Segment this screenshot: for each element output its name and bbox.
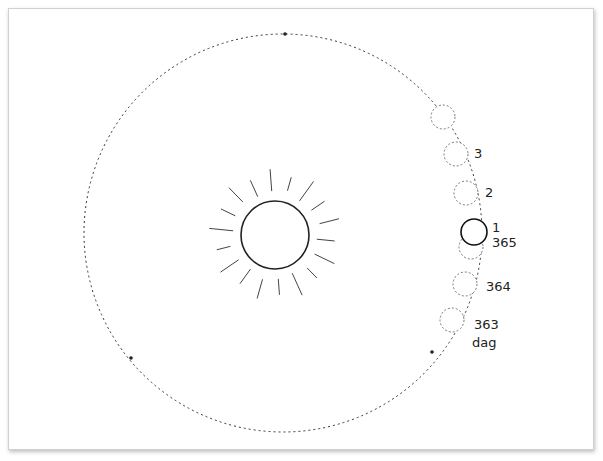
earth-positions [431,105,487,332]
sun-ray [270,169,272,191]
day-number: 2 [485,186,493,199]
sun-ray [240,269,251,284]
sun-ray [311,201,324,210]
sun-ray [257,279,262,298]
sun-ray [300,181,314,200]
sun-ray [292,273,302,295]
earth-orbit [84,34,482,432]
day-number: 363 [474,318,499,331]
sun-ray [307,268,317,278]
sun-ray [320,219,339,224]
orbit-mark [430,350,434,354]
earth-position [454,181,478,205]
sun-ray [217,246,231,249]
day-number: 365 [492,236,517,249]
day-number: 1 [492,221,500,234]
orbit-mark [129,356,133,360]
sun-ray [287,177,291,190]
sun-ray [221,209,235,216]
sun-ray [250,180,257,196]
sun-ray [278,279,279,295]
sun-ray [209,228,233,230]
sun-ray [229,188,243,202]
day-number: 364 [486,280,511,293]
earth-position [444,142,468,166]
unit-label: dag [472,336,496,349]
day-number: 3 [474,147,482,160]
earth-position [440,308,464,332]
sun-ray [220,260,238,272]
orbit-mark [283,32,287,36]
sun-ray [317,239,335,241]
earth-position [453,272,477,296]
sun-ray [315,254,335,264]
earth-position [431,105,455,129]
earth [461,219,487,245]
sun-disc [241,201,309,269]
sun [209,169,339,298]
